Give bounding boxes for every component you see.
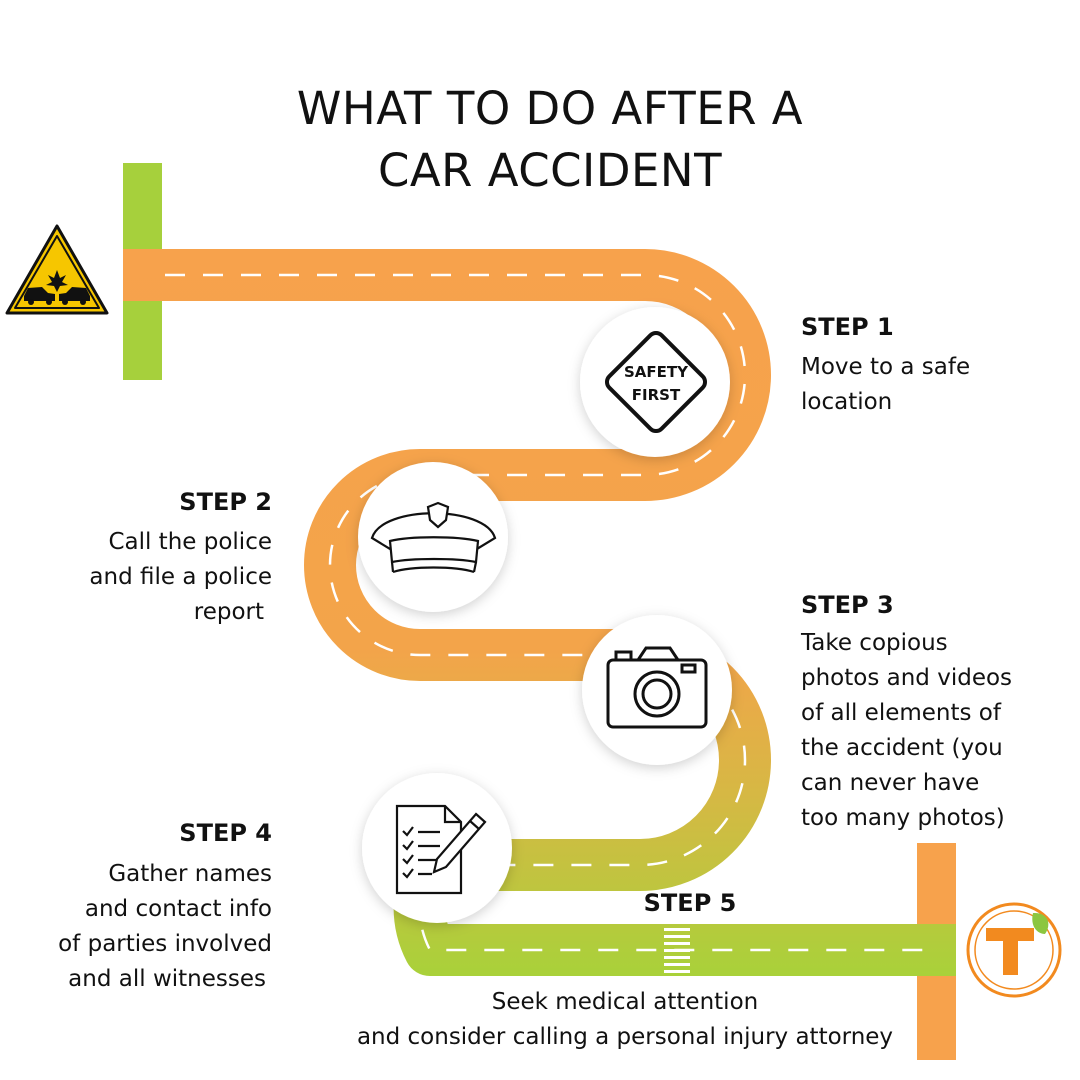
checklist-pen-icon [395,804,487,895]
step-4-line: Gather names [108,861,272,887]
step-2-label: STEP 2 [179,488,272,516]
step-4-line: and all witnesses [68,966,266,992]
page-title: WHAT TO DO AFTER A CAR ACCIDENT [190,78,910,202]
camera-icon [606,646,708,729]
step-2-line: and file a police [89,564,272,590]
step-5-line: and consider calling a personal injury a… [356,1024,894,1050]
road-center-line [165,273,935,952]
step-1-line: Move to a safe [801,354,971,380]
step-4-icon-circle [362,773,512,923]
step-3-line: photos and videos [801,665,1013,691]
step-4-description: Gather names and contact info of parties… [2,857,272,997]
step-4-line: and contact info [84,896,272,922]
title-line-1: WHAT TO DO AFTER A [296,82,804,135]
step-3-description: Take copious photos and videos of all el… [801,626,1071,836]
step-3-line: Take copious [801,630,948,656]
step-2-line: Call the police [108,529,272,555]
step-1-description: Move to a safe location [801,350,970,420]
step-3-line: the accident (you [801,735,1003,761]
police-cap-icon [370,501,497,574]
step-3-line: can never have [801,770,980,796]
step-1-label: STEP 1 [801,313,894,341]
step-1-icon-circle: SAFETY FIRST [580,307,730,457]
step-4-label: STEP 4 [179,819,272,847]
title-line-2: CAR ACCIDENT [377,144,723,197]
step-2-line: report [193,599,264,625]
step-2-description: Call the police and file a police report [12,525,272,630]
step-5-description: Seek medical attention and consider call… [300,985,950,1055]
step-3-line: too many photos) [801,805,1005,831]
brand-logo-icon [966,902,1062,998]
safety-first-sign-icon: SAFETY FIRST [604,330,708,434]
safety-sign-text: SAFETY [624,363,689,381]
car-crash-warning-icon [5,224,109,315]
step-2-icon-circle [358,462,508,612]
crosswalk-icon [664,928,690,973]
step-1-line: location [801,389,893,415]
step-3-line: of all elements of [801,700,1001,726]
safety-sign-text: FIRST [632,386,681,404]
step-5-line: Seek medical attention [491,989,759,1015]
step-3-label: STEP 3 [801,591,894,619]
step-3-icon-circle [582,615,732,765]
step-4-line: of parties involved [58,931,272,957]
step-5-label: STEP 5 [643,889,737,917]
